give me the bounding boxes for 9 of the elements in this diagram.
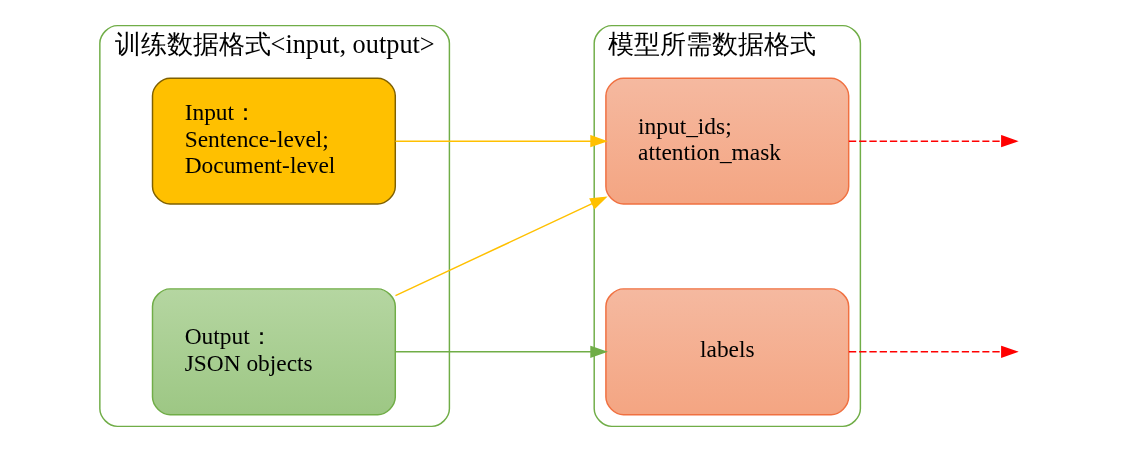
node-box: input_ids; attention_mask xyxy=(605,77,850,205)
node-box: Input： Sentence-level; Document-level xyxy=(151,77,397,205)
node-box: Output： JSON objects xyxy=(151,288,397,416)
arrow xyxy=(848,345,1019,358)
arrow xyxy=(394,196,608,297)
arrow xyxy=(394,345,608,358)
arrow xyxy=(394,135,608,148)
node-box: labels xyxy=(605,288,850,416)
arrow xyxy=(848,135,1019,148)
